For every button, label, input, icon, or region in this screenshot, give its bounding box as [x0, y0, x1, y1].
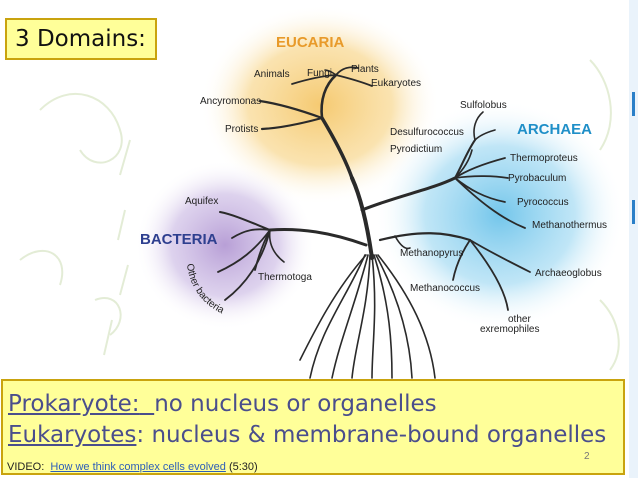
video-link[interactable]: How we think complex cells evolved [50, 461, 226, 473]
prokaryote-definition-text: no nucleus or organelles [154, 391, 437, 417]
video-line: VIDEO: How we think complex cells evolve… [7, 461, 258, 473]
background-sketch [19, 59, 620, 371]
label-thermotoga: Thermotoga [258, 272, 312, 283]
label-exremophiles: exremophiles [480, 324, 539, 335]
label-thermoproteus: Thermoproteus [510, 153, 578, 164]
label-ancyromonas: Ancyromonas [200, 96, 261, 107]
label-methanopyrus: Methanopyrus [400, 248, 463, 259]
bacteria-glow [135, 160, 315, 330]
label-pyrobaculum: Pyrobaculum [508, 173, 566, 184]
label-plants: Plants [351, 64, 379, 75]
label-aquifex: Aquifex [185, 196, 218, 207]
prokaryote-definition: Prokaryote: no nucleus or organelles [8, 391, 437, 417]
label-animals: Animals [254, 69, 290, 80]
eukaryote-term: Eukaryotes [8, 422, 137, 448]
edge-bar-top [632, 92, 635, 116]
page-number: 2 [584, 451, 590, 462]
label-pyrococcus: Pyrococcus [517, 197, 569, 208]
slide-title: 3 Domains: [15, 26, 146, 52]
video-prefix: VIDEO: [7, 461, 45, 473]
tree-branches [217, 66, 531, 379]
label-methanococcus: Methanococcus [410, 283, 480, 294]
label-fungi: Fungi [307, 68, 332, 79]
eucaria-glow [200, 5, 440, 205]
eukaryote-definition: Eukaryotes: nucleus & membrane-bound org… [8, 422, 606, 448]
label-protists: Protists [225, 124, 258, 135]
domain-label-bacteria: BACTERIA [140, 231, 218, 248]
label-desulfurococcus: Desulfurococcus [390, 127, 464, 138]
domain-label-archaea: ARCHAEA [517, 121, 592, 138]
label-eukaryotes: Eukaryotes [371, 78, 421, 89]
eukaryote-definition-text: : nucleus & membrane-bound organelles [136, 422, 607, 448]
prokaryote-term-gap [140, 391, 155, 417]
label-methanothermus: Methanothermus [532, 220, 607, 231]
label-archaeoglobus: Archaeoglobus [535, 268, 602, 279]
label-other: other [508, 314, 531, 325]
right-edge-strip [629, 0, 638, 478]
prokaryote-term: Prokaryote: [8, 391, 140, 417]
label-pyrodictium: Pyrodictium [390, 144, 442, 155]
edge-bar-middle [632, 200, 635, 224]
title-box: 3 Domains: [5, 18, 157, 60]
domain-label-eucaria: EUCARIA [276, 34, 345, 51]
definitions-box: Prokaryote: no nucleus or organelles Euk… [1, 379, 625, 475]
label-sulfolobus: Sulfolobus [460, 100, 507, 111]
video-duration: (5:30) [228, 461, 258, 473]
